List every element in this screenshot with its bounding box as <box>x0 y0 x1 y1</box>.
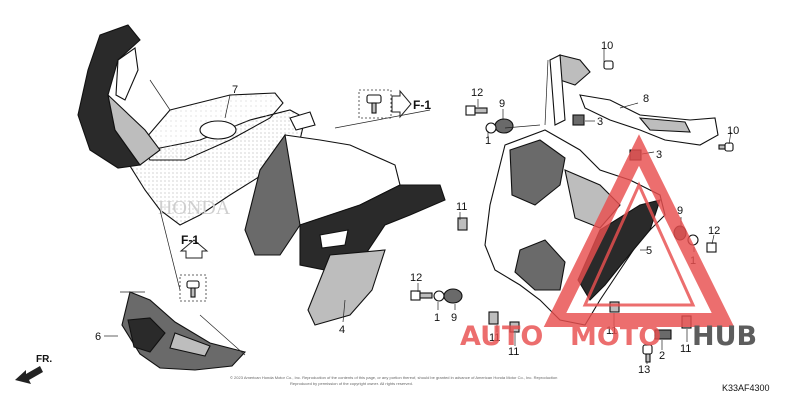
callout-1-top: 1 <box>485 135 491 147</box>
callout-11-bottom-a: 11 <box>489 332 500 344</box>
watermark-triangle-icon <box>543 134 735 327</box>
watermark-brand-moto: MOTO <box>570 321 661 352</box>
diagram-code: K33AF4300 <box>722 383 770 393</box>
front-label: FR. <box>36 354 52 365</box>
callout-11-bottom-c: 11 <box>606 325 617 337</box>
callout-12-top: 12 <box>471 87 483 99</box>
callout-f1-top: F-1 <box>413 98 431 112</box>
callout-11-left: 11 <box>456 201 467 213</box>
front-direction-arrow <box>15 366 43 384</box>
callout-13: 13 <box>638 364 650 376</box>
callout-3-right: 3 <box>656 149 662 161</box>
copyright-line-2: Reproduced by permission of the copyrigh… <box>290 381 413 386</box>
callout-3-top: 3 <box>597 116 603 128</box>
callout-12-right: 12 <box>708 225 720 237</box>
f1-reference-top <box>358 89 412 119</box>
callout-2: 2 <box>659 350 665 362</box>
copyright-line-1: © 2023 American Honda Motor Co., Inc. Re… <box>230 375 557 380</box>
callout-11-bottom-b: 11 <box>508 346 519 358</box>
callout-10-right: 10 <box>727 125 739 137</box>
watermark-brand-auto: AUTO <box>460 321 543 352</box>
callout-f1-left: F-1 <box>181 233 199 247</box>
part-8-bracket <box>579 94 719 146</box>
callout-1-lower: 1 <box>434 312 440 324</box>
part-6-lower-cowl <box>121 291 247 371</box>
callout-11-bottom-d: 11 <box>680 343 691 355</box>
watermark-brand-hub: HUB <box>692 321 757 352</box>
callout-12-lower: 12 <box>410 272 422 284</box>
callout-5: 5 <box>646 245 652 257</box>
callout-8: 8 <box>643 93 649 105</box>
callout-9-top: 9 <box>499 98 505 110</box>
part-7-side-cowl: HONDA <box>77 24 306 226</box>
callout-labels: 7 F-1 F-1 6 4 12 9 1 3 10 8 10 3 11 5 9 … <box>95 40 739 376</box>
leader-lines <box>104 49 732 364</box>
svg-text:HONDA: HONDA <box>158 197 231 219</box>
callout-10-top: 10 <box>601 40 613 52</box>
callout-9-lower: 9 <box>451 312 457 324</box>
callout-9-right: 9 <box>677 205 683 217</box>
watermark: AUTO MOTO HUB <box>460 134 757 352</box>
part-4-front-cowl <box>244 111 446 326</box>
callout-4: 4 <box>339 324 345 336</box>
callout-6: 6 <box>95 331 101 343</box>
f1-reference-left <box>179 239 209 302</box>
callout-7: 7 <box>232 84 238 96</box>
